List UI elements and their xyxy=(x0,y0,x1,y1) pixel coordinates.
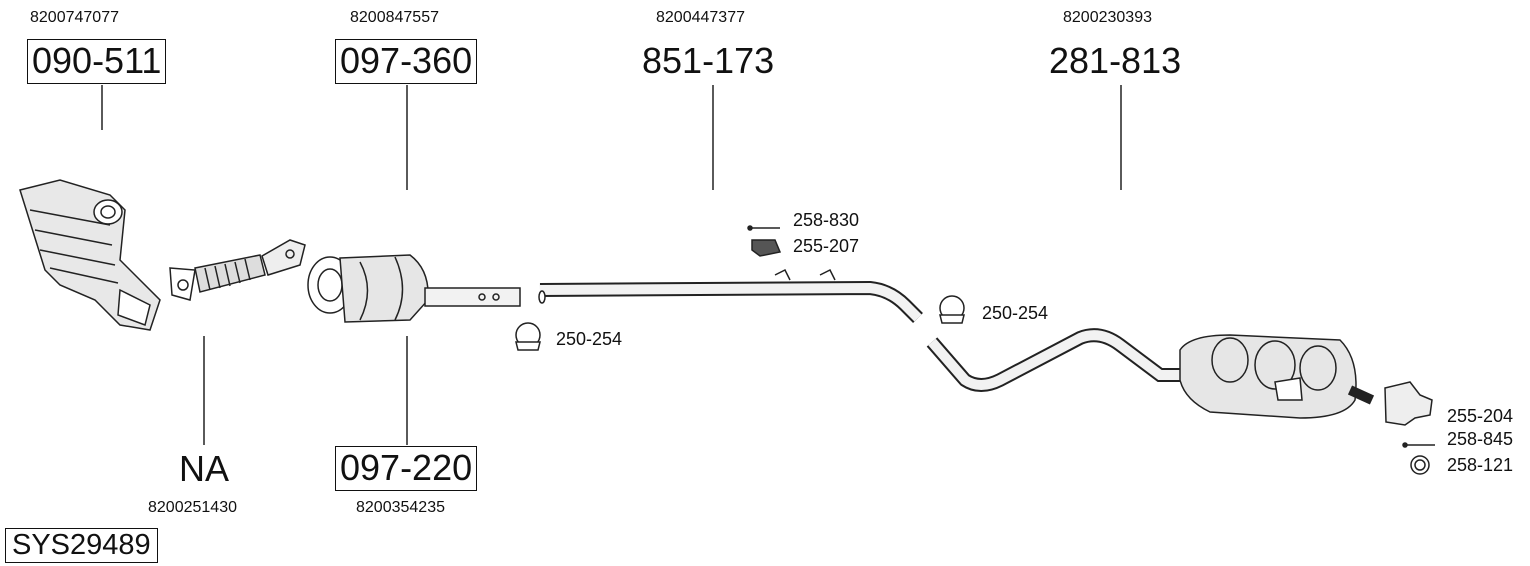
oem-number: 8200847557 xyxy=(350,9,439,26)
bracket-icon xyxy=(1384,381,1433,426)
oem-number: 8200251430 xyxy=(148,499,237,516)
part-number[interactable]: 097-220 xyxy=(335,446,478,491)
part-number[interactable]: 090-511 xyxy=(27,39,167,84)
oem-number: 8200447377 xyxy=(656,9,745,26)
accessory-label[interactable]: 250-254 xyxy=(982,303,1049,323)
leader-lines xyxy=(101,85,1122,445)
manifold-catalyst-icon xyxy=(19,179,161,331)
accessory-label[interactable]: 250-254 xyxy=(556,329,623,349)
part-number: NA xyxy=(179,448,230,489)
part-number[interactable]: 851-173 xyxy=(642,40,775,81)
ring-icon xyxy=(1410,455,1430,475)
rubber-mount-icon xyxy=(751,239,782,257)
oem-number: 8200230393 xyxy=(1063,9,1152,26)
part-number[interactable]: 097-360 xyxy=(335,39,478,84)
accessory-label[interactable]: 258-121 xyxy=(1447,455,1514,475)
catalyst-icon xyxy=(307,254,521,323)
accessory-label[interactable]: 255-207 xyxy=(793,236,860,256)
clamp-icon xyxy=(939,295,965,324)
accessory-label[interactable]: 258-830 xyxy=(793,210,860,230)
rear-silencer-icon xyxy=(926,328,1375,419)
accessory-label[interactable]: 255-204 xyxy=(1447,406,1514,426)
accessory-label[interactable]: 258-845 xyxy=(1447,429,1514,449)
clamp-icon xyxy=(515,322,541,351)
system-id: SYS29489 xyxy=(5,528,158,563)
bolt-icon xyxy=(747,225,780,231)
flex-pipe-icon xyxy=(169,239,306,301)
oem-number: 8200747077 xyxy=(30,9,119,26)
part-number[interactable]: 281-813 xyxy=(1049,40,1182,81)
oem-number: 8200354235 xyxy=(356,499,445,516)
middle-pipe-icon xyxy=(538,268,923,323)
bolt-icon xyxy=(1402,442,1435,448)
